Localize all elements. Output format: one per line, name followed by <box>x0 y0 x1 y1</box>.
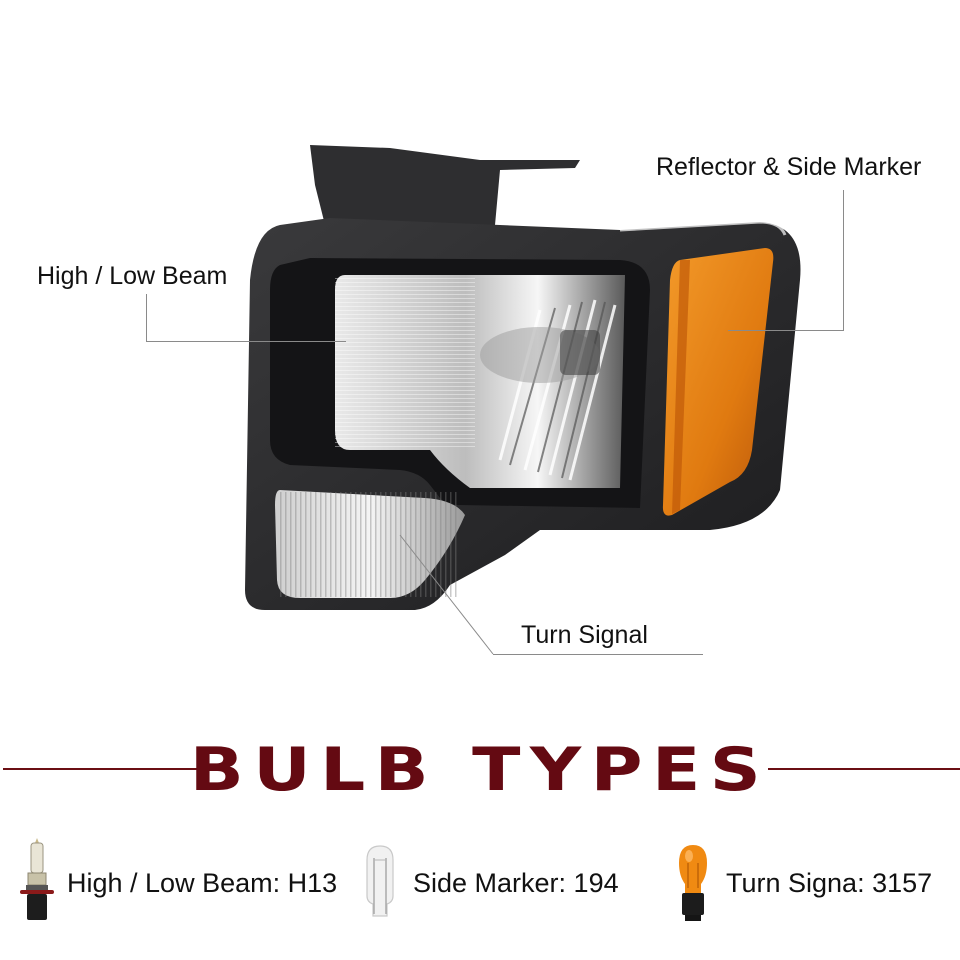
h13-halogen-bulb-icon <box>12 838 62 928</box>
leader-line-high-low-beam-horizontal <box>146 341 346 342</box>
bulb-item-side-marker: Side Marker: 194 <box>355 838 619 928</box>
title-rule-left <box>3 768 198 770</box>
callout-label-high-low-beam: High / Low Beam <box>37 262 228 290</box>
bulb-label-side-marker: Side Marker: 194 <box>413 867 619 898</box>
callout-label-reflector-side-marker: Reflector & Side Marker <box>656 153 922 181</box>
leader-line-reflector-horizontal <box>728 330 844 331</box>
bulb-label-turn-signal: Turn Signa: 3157 <box>726 867 933 898</box>
leader-line-reflector-vertical <box>843 190 844 331</box>
headlight-image <box>240 130 820 630</box>
194-wedge-bulb-icon <box>355 838 405 928</box>
bulb-label-high-low-beam: High / Low Beam: H13 <box>67 867 338 898</box>
bulb-item-high-low-beam: High / Low Beam: H13 <box>12 838 337 928</box>
leader-line-turn-signal-horizontal <box>493 654 703 655</box>
title-rule-right <box>768 768 960 770</box>
bulb-types-header: BULB TYPES <box>0 735 960 805</box>
leader-line-high-low-beam <box>146 294 147 342</box>
leader-line-turn-signal-diagonal <box>399 534 494 655</box>
section-title: BULB TYPES <box>189 735 771 805</box>
headlight-illustration <box>245 145 801 610</box>
3157-amber-bulb-icon <box>668 838 718 928</box>
bulb-item-turn-signal: Turn Signa: 3157 <box>668 838 932 928</box>
bulb-list: High / Low Beam: H13 Side Marker: 194 <box>0 838 960 928</box>
callout-label-turn-signal: Turn Signal <box>521 621 648 649</box>
